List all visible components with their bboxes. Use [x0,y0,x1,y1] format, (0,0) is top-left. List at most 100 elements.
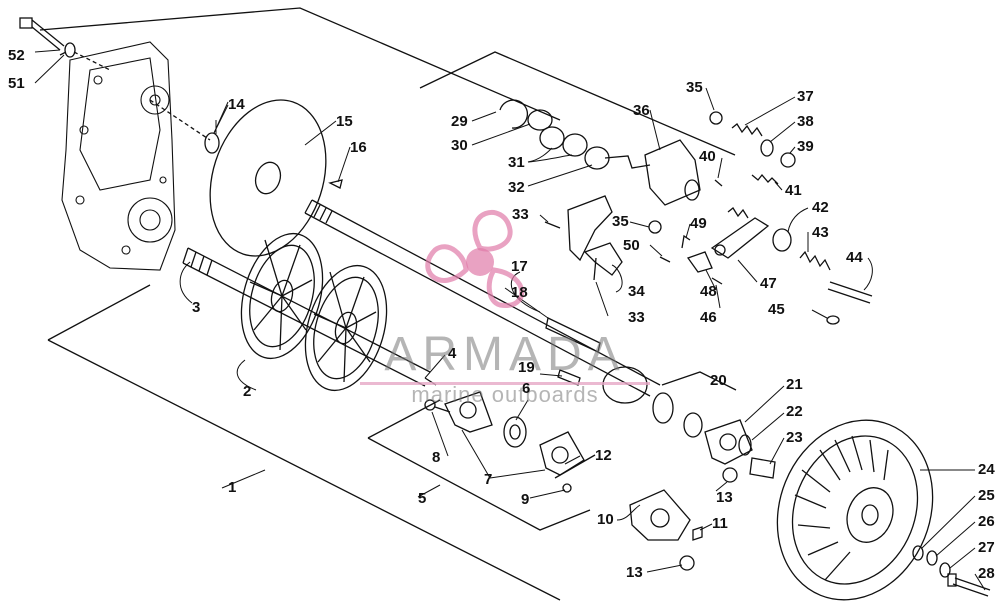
callout-35a: 35 [686,79,703,96]
callout-21: 21 [786,376,803,393]
rod-44 [827,281,873,304]
chaincase-housing [61,41,176,271]
callout-3: 3 [192,299,201,316]
housing-10 [629,489,691,541]
arm-47 [710,207,770,259]
bolt-52 [19,17,65,51]
adjuster-42 [772,228,792,252]
callout-50: 50 [623,237,640,254]
callout-1: 1 [228,479,237,496]
cam-48 [686,251,713,273]
assembly-bracket-1 [39,7,561,121]
caliper-36 [644,139,701,206]
washer-38 [760,139,774,157]
flange-7a [444,391,493,433]
armada-logo-icon [425,210,525,308]
assembly-bracket-1b [47,284,151,341]
callout-43: 43 [812,224,829,241]
washer-22 [738,434,752,456]
callout-6: 6 [522,380,531,397]
callout-26: 26 [978,513,995,530]
jackshaft-17 [304,199,661,397]
nut-13b [679,555,695,571]
callout-25: 25 [978,487,995,504]
callout-13a: 13 [716,489,733,506]
pin-50 [659,256,671,263]
bearing-housing-19 [602,366,648,404]
leader-lines [34,49,986,591]
callout-15: 15 [336,113,353,130]
callout-18: 18 [511,284,528,301]
callout-4: 4 [448,345,457,362]
callout-24: 24 [978,461,995,478]
assembly-bracket-20 [661,371,737,391]
callout-33b: 33 [628,309,645,326]
callout-23: 23 [786,429,803,446]
pin-46 [711,277,723,285]
bearing-20 [652,392,703,438]
nut-9 [562,483,572,493]
callout-34: 34 [628,283,645,300]
driven-clutch-24 [776,419,934,601]
puck-31a [539,126,565,150]
callout-5: 5 [418,490,427,507]
callout-49: 49 [690,215,707,232]
fitting-11 [692,526,703,541]
lever-34 [583,242,623,276]
screw-33a [544,221,561,229]
callout-27: 27 [978,539,995,556]
assembly-bracket-5b [367,437,591,531]
ball-35a [709,111,723,125]
bracket-33 [567,195,613,262]
assembly-bracket-5 [367,399,441,439]
screw-8 [424,399,451,413]
callout-16: 16 [350,139,367,156]
puck-30 [527,109,553,131]
snap-ring-29 [499,99,529,129]
callout-29: 29 [451,113,468,130]
washer-25 [912,545,924,561]
callout-9: 9 [521,491,530,508]
callout-20: 20 [710,372,727,389]
spacer-23 [749,457,776,479]
flange-7b [539,431,585,476]
callout-33a: 33 [512,206,529,223]
bolt-12 [554,454,596,479]
assembly-bracket-1c [47,339,561,601]
callout-30: 30 [451,137,468,154]
washer-51 [64,42,76,58]
drive-sprocket-2a [240,232,324,360]
nut-39 [780,152,796,168]
washer-27 [939,562,951,578]
callout-38: 38 [797,113,814,130]
clip-49 [681,234,691,249]
callout-2: 2 [243,383,252,400]
callout-41: 41 [785,182,802,199]
washer-45 [826,315,840,325]
spring-41 [751,173,779,185]
callout-31: 31 [508,154,525,171]
washer-14 [204,132,220,154]
assembly-bracket-top [419,51,736,156]
callout-32: 32 [508,179,525,196]
callout-51: 51 [8,75,25,92]
flange-21 [704,419,753,465]
callout-19: 19 [518,359,535,376]
spring-43 [799,250,831,271]
bearing-6 [503,416,527,448]
callout-22: 22 [786,403,803,420]
callout-28: 28 [978,565,995,582]
callout-40: 40 [699,148,716,165]
screw-33b [593,257,597,281]
brake-disc-15 [209,99,327,257]
drive-sprocket-2b [304,264,388,392]
pin-40 [714,179,723,187]
callout-13b: 13 [626,564,643,581]
spring-37 [731,123,763,137]
sprocket-18 [545,317,601,353]
callout-10: 10 [597,511,614,528]
callout-8: 8 [432,449,441,466]
callout-52: 52 [8,47,25,64]
nut-13a [722,467,738,483]
